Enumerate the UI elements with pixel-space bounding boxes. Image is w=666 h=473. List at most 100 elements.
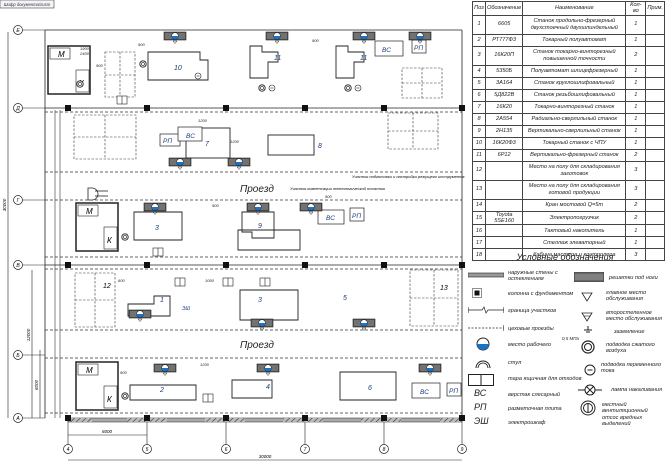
table-header-row: Поз Обозначение Наименование Кол-во Прим… xyxy=(472,1,665,16)
cell-code: 5Д822В xyxy=(484,88,524,102)
office-dim-top-2: 2400 xyxy=(79,51,90,56)
clearance-1200-c: 1200 xyxy=(200,362,210,367)
office-dim-top: 1900 xyxy=(80,46,90,51)
cell-note xyxy=(645,76,665,90)
cell-note xyxy=(645,198,665,212)
cell-pos: 2 xyxy=(472,33,486,47)
legend-shop-passages: цеховые проезды xyxy=(508,326,554,332)
cell-code xyxy=(484,224,524,238)
cell-pos: 11 xyxy=(472,148,486,162)
machine-3a xyxy=(133,211,183,241)
passage-label-upper: Проезд xyxy=(240,184,274,195)
cell-name: Тактовый накопитель xyxy=(522,224,627,238)
cell-qty: 1 xyxy=(625,76,647,90)
legend-ventilation: местный вентиляционный отсос вредных выд… xyxy=(602,402,648,428)
legend: Условные обозначения наружные стены с ос… xyxy=(466,252,664,432)
machine-10 xyxy=(147,51,209,81)
cabinet-label: ЭШ xyxy=(182,306,190,312)
column-axis-label: 5 xyxy=(146,447,149,453)
cell-code: 3А164 xyxy=(484,76,524,90)
bench-label-low: ВС xyxy=(326,215,335,222)
machine-label-7: 7 xyxy=(205,141,210,148)
legend-chip-box: тара ящичная для отходов xyxy=(508,376,582,382)
room-control-label-bottom: К xyxy=(107,395,113,404)
col-note: Прим. xyxy=(645,1,665,16)
worker-places xyxy=(128,31,442,376)
cell-qty: 1 xyxy=(625,100,647,114)
column-axis-bubble: 5 xyxy=(142,418,152,454)
row-axis-label: В xyxy=(16,263,20,269)
incandescent-lamp-icon xyxy=(578,384,602,396)
cell-name: Стеллаж элеваторный xyxy=(522,236,627,250)
span-height-lower-label: 6000 xyxy=(34,379,39,390)
cell-code xyxy=(484,160,524,181)
row-axis-bubble: Д xyxy=(13,103,45,113)
main-service-icon xyxy=(581,292,593,302)
structural-column xyxy=(65,262,71,268)
ventilation-icon xyxy=(580,400,596,416)
col-pos: Поз xyxy=(472,1,486,16)
marking-plate-label-top: РП xyxy=(414,45,423,52)
cell-name: Кабина мастера и контролера xyxy=(522,248,627,262)
machine-label-3: 3 xyxy=(155,225,159,232)
cell-code: РТ777Ф3 xyxy=(484,33,524,47)
cell-note xyxy=(645,88,665,102)
clearance-900-b: 900 xyxy=(138,42,145,47)
col-code: Обозначение xyxy=(484,1,524,16)
forklift-15 xyxy=(87,187,108,201)
overall-height-label: 30000 xyxy=(2,198,7,211)
machine-11a xyxy=(249,45,279,79)
cell-qty: 1 xyxy=(625,64,647,78)
zone-tool-prep-label: Участок подготовки и настройки режущего … xyxy=(352,174,465,179)
structural-column xyxy=(223,415,229,421)
cell-qty: 3 xyxy=(625,248,647,262)
cell-qty: 1 xyxy=(625,136,647,150)
cell-name: Место на полу для складирования готовой … xyxy=(522,179,627,200)
document-stamp xyxy=(0,0,55,9)
legend-grounding: заземление xyxy=(614,329,645,335)
storage-label-13: 13 xyxy=(440,285,448,292)
cell-note xyxy=(645,100,665,114)
column-axis-label: 9 xyxy=(461,447,464,453)
cell-name: Радиально-сверлильный станок xyxy=(522,112,627,126)
cell-name: Кран мостовой Q=5т xyxy=(522,198,627,212)
machine-label-5: 5 xyxy=(343,295,347,302)
cell-qty: 1 xyxy=(625,88,647,102)
specification-table: Поз Обозначение Наименование Кол-во Прим… xyxy=(472,1,665,262)
cell-pos: 3 xyxy=(472,45,486,66)
row-axis-label: Д xyxy=(15,106,20,112)
machine-label-10: 10 xyxy=(174,65,182,72)
cell-code xyxy=(484,179,524,200)
cell-qty: 2 xyxy=(625,198,647,212)
structural-column xyxy=(223,262,229,268)
machine-label-8: 8 xyxy=(318,143,322,150)
cell-note xyxy=(645,179,665,200)
overall-width-label: 30000 xyxy=(259,454,272,459)
structural-column xyxy=(302,415,308,421)
machine-9 xyxy=(241,211,275,239)
cell-name: Место на полу для складирования заготово… xyxy=(522,160,627,181)
passage-label-lower: Проезд xyxy=(240,340,274,351)
legend-bench-code: ВС xyxy=(474,388,487,398)
marking-plate-label-mid: РП xyxy=(163,138,172,145)
legend-outer-walls: наружные стены с остеклением xyxy=(508,270,558,283)
cell-note xyxy=(645,160,665,181)
row-axis-bubble: Е xyxy=(13,25,45,35)
cell-note xyxy=(645,33,665,47)
cell-code: 6Р12 xyxy=(484,148,524,162)
chair-icon xyxy=(475,360,491,369)
legend-cabinet-code: ЭШ xyxy=(474,416,489,426)
cell-qty: 2 xyxy=(625,45,647,66)
stamp-text: Шифр документа/лист xyxy=(4,2,51,7)
column-axis-bubble: 6 xyxy=(221,418,231,454)
cell-code: Toyota 5SE160 xyxy=(484,210,524,226)
structural-column xyxy=(144,262,150,268)
structural-column xyxy=(223,105,229,111)
